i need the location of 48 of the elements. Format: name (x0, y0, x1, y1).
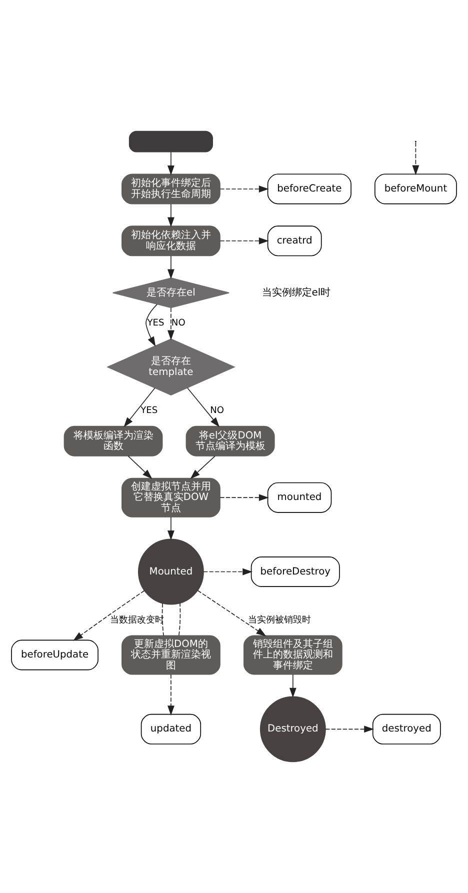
node-box: 创建虚拟节点并用它替换真实DOW节点 (122, 478, 220, 518)
arrow (73, 590, 145, 641)
node-diamond: 是否存在template (106, 338, 236, 396)
arrow (220, 237, 269, 244)
node-box: 初始化依赖注入并响应化数据 (122, 226, 220, 256)
node-box: beforeDestroy (250, 556, 340, 587)
arrow (168, 256, 174, 280)
connector (178, 602, 181, 636)
node-box: 初始化事件绑定后开始执行生命周期 (122, 174, 220, 204)
arrow (190, 456, 216, 479)
arrow (128, 456, 152, 479)
node-box: 将el父级DOM节点编译为模板 (186, 426, 275, 456)
edge-label: NO (171, 318, 186, 329)
arrow (168, 674, 174, 716)
node-box: beforeUpdate (11, 640, 98, 670)
arrow (168, 204, 174, 228)
edge-label: YES (140, 406, 158, 416)
node-box: beforeMount (374, 174, 457, 204)
node-box: beforeCreate (267, 174, 352, 204)
arrow (197, 590, 266, 636)
node-box (128, 130, 213, 152)
node-box: mounted (267, 482, 332, 513)
arrow (220, 186, 269, 192)
edge-label: NO (210, 406, 224, 416)
node-box: updated (140, 714, 202, 744)
node-box: destroyed (372, 714, 441, 744)
arrow (187, 388, 220, 428)
arrow (146, 304, 158, 347)
arrow (168, 308, 174, 340)
node-circle: Destroyed (260, 696, 326, 762)
node-circle: Mounted (138, 538, 204, 605)
arrow (203, 568, 252, 576)
edge-label: YES (147, 318, 164, 329)
node-box: 销毁组件及其子组件上的数据观测和事件绑定 (243, 635, 342, 675)
edge-label: 当实例被销毁时 (248, 615, 311, 626)
connector (162, 603, 164, 636)
label: 当实例绑定el时 (262, 287, 331, 298)
arrow (168, 516, 174, 540)
node-box: 更新虚拟DOM的状态并重新渲染视图 (122, 635, 220, 675)
arrow (168, 152, 174, 176)
arrow (124, 388, 156, 428)
node-diamond: 是否存在el (112, 278, 230, 308)
arrow (289, 674, 296, 698)
node-box: creatrd (267, 226, 322, 256)
arrow (220, 494, 269, 502)
arrow (325, 726, 374, 733)
arrow (412, 142, 420, 176)
node-box: 将模板编译为渲染函数 (64, 426, 163, 456)
